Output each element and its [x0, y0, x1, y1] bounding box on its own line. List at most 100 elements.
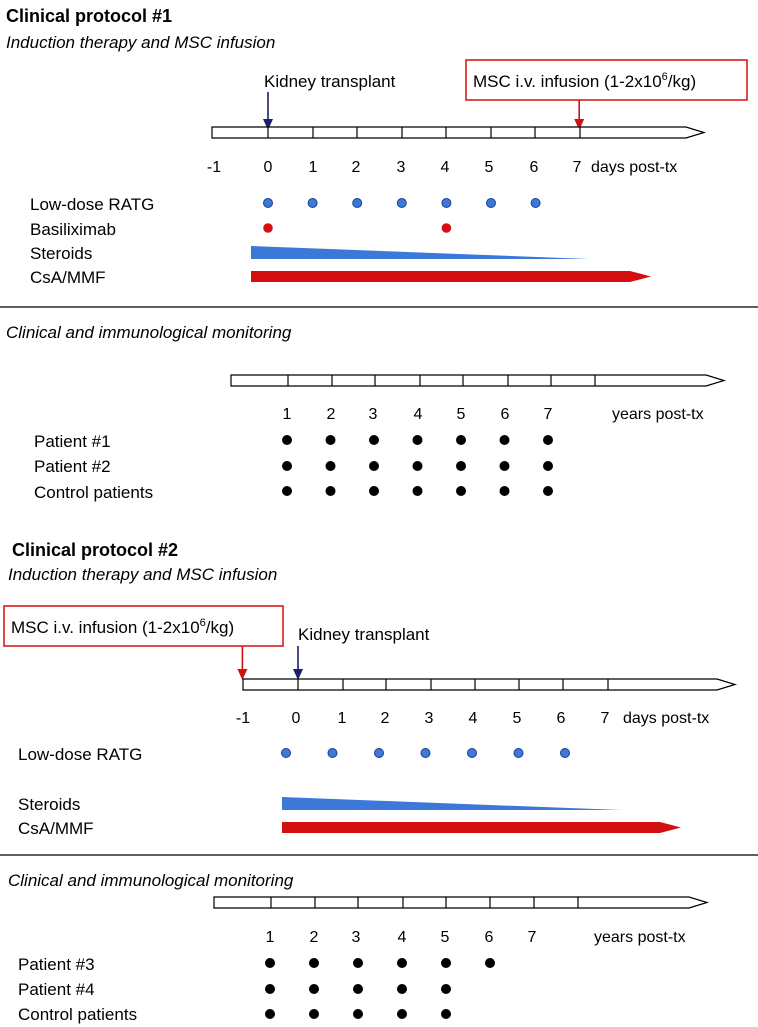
protocol2-ratg-label: Low-dose RATG	[18, 745, 142, 764]
protocol2-csa-label: CsA/MMF	[18, 819, 94, 838]
visit-dot	[412, 486, 423, 496]
protocol1-msc-box	[465, 59, 748, 101]
tick-label: 0	[264, 159, 273, 176]
visit-dot	[543, 461, 553, 471]
protocol1-basiliximab-label: Basiliximab	[30, 220, 116, 239]
protocol1-csa-bar	[251, 271, 651, 282]
protocol2-kidney-arrow	[293, 646, 303, 680]
timeline-bar	[230, 374, 727, 387]
protocol1-kidney-arrow	[263, 92, 273, 130]
tick-label: 3	[397, 159, 406, 176]
arrow-head	[574, 119, 585, 130]
visit-dot	[265, 984, 275, 994]
tick-label: -1	[236, 710, 250, 727]
tick-label: 5	[441, 929, 450, 946]
patient-2-label: Patient #2	[34, 457, 111, 476]
ratg-dose-dot	[441, 198, 452, 208]
protocol2-monitoring-title: Clinical and immunological monitoring	[8, 871, 294, 890]
visit-dot	[456, 435, 466, 445]
visit-dot	[441, 958, 451, 968]
protocol2-years-unit: years post-tx	[594, 929, 686, 946]
tick-label: 3	[425, 710, 434, 727]
protocol1-patient-dots	[282, 435, 553, 496]
visit-dot	[282, 435, 292, 445]
visit-dot	[369, 486, 379, 496]
tick-label: 1	[266, 929, 275, 946]
protocol2-ratg-dots	[281, 748, 570, 758]
visit-dot	[282, 461, 292, 471]
timeline-bar	[213, 896, 710, 909]
protocol1-years-unit: years post-tx	[612, 406, 704, 423]
ratg-dose-dot	[560, 748, 570, 758]
ratg-dose-dot	[327, 748, 338, 758]
visit-dot	[543, 486, 553, 496]
tick-label: 2	[352, 159, 361, 176]
visit-dot	[397, 1009, 407, 1019]
visit-dot	[282, 486, 292, 496]
tick-label: 2	[310, 929, 319, 946]
ratg-dose-dot	[420, 748, 431, 758]
tick-label: 6	[557, 710, 566, 727]
protocol2-subtitle: Induction therapy and MSC infusion	[8, 565, 277, 584]
visit-dot	[309, 1009, 319, 1019]
visit-dot	[309, 984, 319, 994]
protocol2-title: Clinical protocol #2	[12, 540, 178, 560]
tick-label: 5	[485, 159, 494, 176]
visit-dot	[325, 461, 336, 471]
tick-label: 4	[414, 406, 423, 423]
tick-label: 4	[441, 159, 450, 176]
protocol2-steroids-wedge	[282, 797, 621, 810]
arrow-head	[237, 669, 248, 680]
protocol2-msc-label: MSC i.v. infusion (1-2x106/kg)	[11, 617, 234, 637]
protocol1-year-timeline	[230, 374, 727, 387]
protocol1-basiliximab-dots	[263, 223, 452, 233]
ratg-dose-dot	[467, 748, 477, 758]
protocol1-ratg-label: Low-dose RATG	[30, 195, 154, 214]
visit-dot	[309, 958, 319, 968]
visit-dot	[441, 1009, 451, 1019]
protocol2-msc-arrow	[237, 646, 248, 680]
visit-dot	[499, 435, 510, 445]
protocol2-kidney-label: Kidney transplant	[298, 625, 430, 644]
tick-label: 0	[292, 710, 301, 727]
tick-label: 7	[601, 710, 610, 727]
visit-dot	[485, 958, 495, 968]
ratg-dose-dot	[396, 198, 407, 208]
protocol1-day-timeline	[211, 126, 707, 139]
ratg-dose-dot	[352, 198, 363, 208]
tick-label: 1	[283, 406, 292, 423]
visit-dot	[456, 461, 466, 471]
visit-dot	[353, 1009, 363, 1019]
visit-dot	[265, 958, 275, 968]
visit-dot	[499, 486, 510, 496]
protocol2-day-timeline	[242, 678, 738, 691]
tick-label: 2	[327, 406, 336, 423]
tick-label: 7	[573, 159, 582, 176]
ratg-dose-dot	[281, 748, 291, 758]
visit-dot	[499, 461, 510, 471]
basiliximab-dose-dot	[441, 223, 452, 233]
visit-dot	[543, 435, 553, 445]
timeline-bar	[242, 678, 738, 691]
patient-1-label: Patient #1	[34, 432, 111, 451]
ratg-dose-dot	[530, 198, 541, 208]
visit-dot	[397, 958, 407, 968]
arrow-head	[293, 669, 303, 680]
protocol1-days-unit: days post-tx	[591, 159, 677, 176]
tick-label: 6	[485, 929, 494, 946]
protocol1-monitoring-title: Clinical and immunological monitoring	[6, 323, 292, 342]
arrow-head	[263, 119, 273, 130]
protocol1-csa-label: CsA/MMF	[30, 268, 106, 287]
protocol1-steroids-label: Steroids	[30, 244, 92, 263]
protocol1-subtitle: Induction therapy and MSC infusion	[6, 33, 275, 52]
visit-dot	[325, 486, 336, 496]
protocol1-kidney-label: Kidney transplant	[264, 72, 396, 91]
tick-label: 1	[338, 710, 347, 727]
tick-label: 6	[530, 159, 539, 176]
visit-dot	[265, 1009, 275, 1019]
patient-3-label: Patient #3	[18, 955, 95, 974]
protocol2-days-unit: days post-tx	[623, 710, 709, 727]
